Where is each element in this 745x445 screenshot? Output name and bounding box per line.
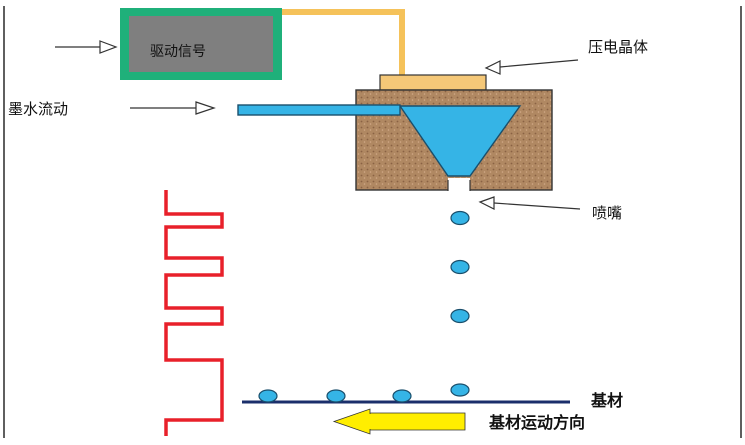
ink-flow-label: 墨水流动 [8,100,68,118]
substrate-label: 基材 [590,391,623,410]
droplet [450,308,470,324]
droplet [450,210,470,226]
ink-flow-arrow-icon [130,101,216,115]
ink-chamber [237,104,522,177]
signal-input-arrow-icon [55,40,118,54]
substrate-direction-label: 基材运动方向 [488,413,585,432]
drive-pulse-waveform [164,190,224,436]
droplet [326,389,346,403]
piezo-pointer-arrow-icon [484,59,579,75]
signal-wire [282,9,405,76]
nozzle-pointer-arrow-icon [478,196,581,210]
substrate-direction-arrow-icon [332,408,466,435]
droplet [258,389,278,403]
droplet [392,389,412,403]
piezo-crystal [379,74,487,91]
drive-signal-label: 驱动信号 [150,44,206,60]
drive-signal-box: 驱动信号 [120,8,282,80]
ink-droplets [450,210,470,324]
deposited-droplets [258,383,470,403]
nozzle-label: 喷嘴 [592,204,622,222]
droplet [450,383,470,397]
piezo-crystal-label: 压电晶体 [588,38,648,56]
droplet [450,259,470,275]
